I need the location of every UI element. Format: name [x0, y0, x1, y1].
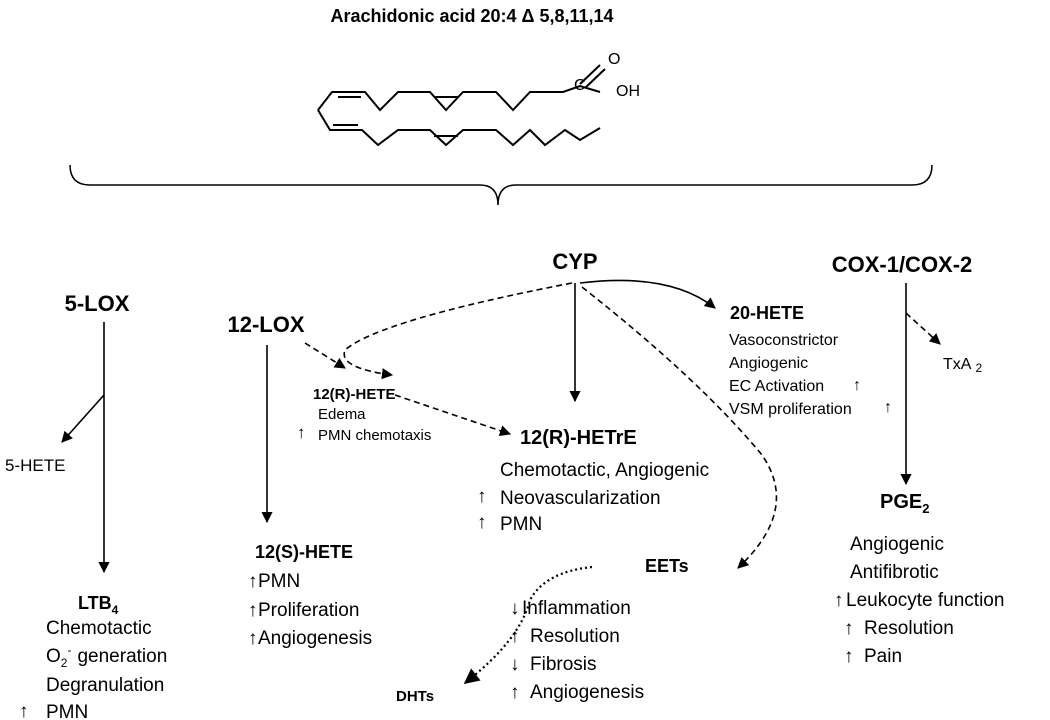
eets-label: EETs [645, 556, 689, 576]
arachidonic-acid-structure [317, 64, 606, 147]
ltb4-effect-degranulation: Degranulation [46, 675, 164, 696]
grouping-brace [69, 164, 933, 206]
hete12s-effect-proliferation: Proliferation [258, 600, 359, 621]
enzyme-5-lox: 5-LOX [65, 291, 130, 316]
hete5-label: 5-HETE [5, 456, 65, 475]
hete20-label: 20-HETE [730, 303, 804, 323]
eets-down-arrow-1: ↓ [510, 598, 520, 619]
hydroxyl-label: OH [616, 83, 640, 100]
hete12s-label: 12(S)-HETE [255, 542, 353, 562]
hete20-effect-ec-activation: EC Activation [729, 378, 824, 395]
carbon-label: C [574, 77, 586, 94]
eets-up-arrow-2: ↑ [510, 682, 520, 703]
pathway-arrows [61, 279, 941, 684]
hetre12r-effect-chemotactic-angiogenic: Chemotactic, Angiogenic [500, 460, 709, 481]
hete12s-up-arrow-3: ↑ [248, 628, 258, 649]
enzyme-cyp: CYP [552, 249, 597, 274]
hete12r-label: 12(R)-HETE [313, 386, 396, 403]
hete20-effect-vasoconstrictor: Vasoconstrictor [729, 332, 839, 349]
ltb4-label: LTB4 [78, 593, 119, 617]
hete12s-up-arrow-2: ↑ [248, 600, 258, 621]
hete12s-effect-pmn: PMN [258, 571, 300, 592]
hetre12r-label: 12(R)-HETrE [520, 427, 637, 449]
hete12s-up-arrow-1: ↑ [248, 571, 258, 592]
hete20-effect-angiogenic: Angiogenic [729, 355, 808, 372]
hete20-effect-vsm-proliferation: VSM proliferation [729, 401, 852, 418]
pge2-up-arrow-1: ↑ [834, 590, 844, 611]
eets-down-arrow-2: ↓ [510, 654, 520, 675]
carbonyl-oxygen-label: O [608, 51, 620, 68]
ltb4-effect-chemotactic: Chemotactic [46, 618, 152, 639]
hete12s-effect-angiogenesis: Angiogenesis [258, 628, 372, 649]
hetre12r-effect-pmn: PMN [500, 514, 542, 535]
eets-effect-resolution: Resolution [530, 626, 620, 647]
hete20-up-arrow-1: ↑ [853, 377, 861, 394]
enzyme-cox: COX-1/COX-2 [832, 252, 973, 277]
eets-effect-fibrosis: Fibrosis [530, 654, 597, 675]
ltb4-effect-pmn: PMN [46, 702, 88, 720]
hete12r-effect-pmn-chemotaxis: PMN chemotaxis [318, 427, 431, 444]
pge2-effect-resolution: Resolution [864, 618, 954, 639]
hete20-up-arrow-2: ↑ [884, 399, 892, 416]
hetre12r-up-arrow-1: ↑ [477, 486, 487, 507]
pge2-up-arrow-3: ↑ [844, 646, 854, 667]
hete12r-effect-edema: Edema [318, 406, 366, 423]
dhts-label: DHTs [396, 688, 434, 705]
pge2-effect-leukocyte-function: Leukocyte function [846, 590, 1004, 611]
hete12r-up-arrow: ↑ [297, 423, 306, 442]
hetre12r-effect-neovascularization: Neovascularization [500, 488, 661, 509]
pge2-label: PGE2 [880, 491, 929, 516]
ltb4-effect-o2: O2-generation [46, 643, 167, 670]
eets-up-arrow: ↑ [510, 626, 520, 647]
pge2-effect-pain: Pain [864, 646, 902, 667]
pge2-effect-antifibrotic: Antifibrotic [850, 562, 939, 583]
eets-effect-angiogenesis: Angiogenesis [530, 682, 644, 703]
enzyme-12-lox: 12-LOX [227, 312, 304, 337]
hetre12r-up-arrow-2: ↑ [477, 512, 487, 533]
pge2-effect-angiogenic: Angiogenic [850, 534, 944, 555]
diagram-title: Arachidonic acid 20:4 Δ 5,8,11,14 [330, 6, 613, 26]
ltb4-up-arrow: ↑ [19, 701, 29, 720]
eets-effect-inflammation: Inflammation [522, 598, 631, 619]
pge2-up-arrow-2: ↑ [844, 618, 854, 639]
